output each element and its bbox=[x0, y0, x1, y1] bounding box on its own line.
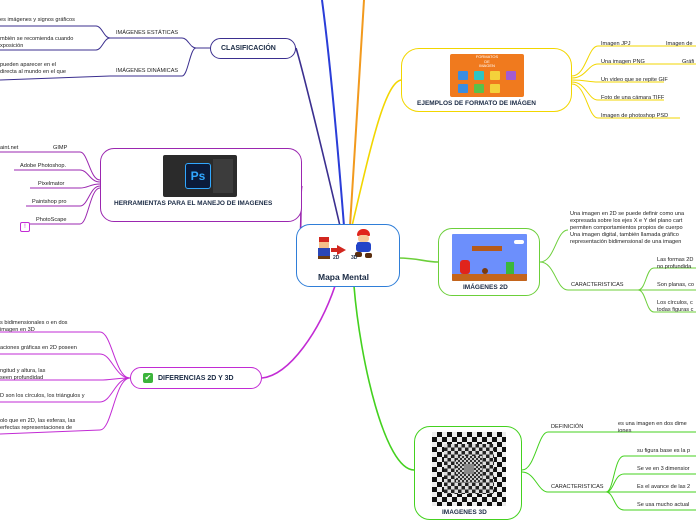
img2d-title: IMÁGENES 2D bbox=[463, 284, 508, 291]
clasificacion-topic[interactable]: CLASIFICACIÓN bbox=[210, 38, 296, 59]
mario-2d-image bbox=[317, 237, 331, 259]
photoshop-image: Ps bbox=[163, 155, 237, 197]
img3d-caracteristica[interactable]: Es el avance de las 2 bbox=[637, 484, 691, 490]
group-label-estaticas[interactable]: IMÁGENES ESTÁTICAS bbox=[116, 30, 179, 36]
arrow-right-icon bbox=[337, 245, 346, 255]
formatos-caption: FORMATOS DE IMAGEN bbox=[475, 54, 499, 68]
img2d-caracteristica[interactable]: Las formas 2D no profundida bbox=[657, 257, 694, 270]
label-2d: 2D bbox=[333, 255, 340, 261]
tool-item[interactable]: GIMP bbox=[53, 145, 68, 151]
img2d-caracteristica[interactable]: Los círculos, c todas figuras c bbox=[657, 300, 694, 313]
diferencia-item[interactable]: D son los círculos, los triángulos y bbox=[0, 393, 85, 399]
mario-level-image bbox=[452, 234, 527, 281]
ejemplo-item[interactable]: Imagen JPJ bbox=[601, 41, 631, 47]
img3d-topic[interactable]: IMAGENES 3D bbox=[414, 426, 522, 520]
label-3d: 3D bbox=[351, 255, 358, 261]
tool-item[interactable]: Pixelmator bbox=[38, 181, 65, 187]
ejemplo-item[interactable]: Una imagen PNG bbox=[601, 59, 645, 65]
mario-3d-image bbox=[351, 229, 376, 259]
herramientas-topic[interactable]: Ps HERRAMIENTAS PARA EL MANEJO DE IMAGEN… bbox=[100, 148, 302, 222]
decor-panel bbox=[213, 159, 233, 193]
tool-item[interactable]: Paintshop pro bbox=[32, 199, 67, 205]
img3d-definicion[interactable]: es una imagen en dos dime iones bbox=[618, 421, 687, 434]
tool-item[interactable]: aint.net bbox=[0, 145, 19, 151]
check-icon: ✔ bbox=[143, 373, 153, 383]
tool-item[interactable]: PhotoScape bbox=[36, 217, 67, 223]
arrow-shaft bbox=[331, 248, 338, 252]
clasificacion-item[interactable]: mbién se recomienda cuando xposición bbox=[0, 36, 74, 49]
diferencia-item[interactable]: ngitud y altura, las seen profundidad bbox=[0, 368, 46, 381]
img2d-caracteristica[interactable]: Son planas, co bbox=[657, 282, 695, 288]
ejemplos-title: EJEMPLOS DE FORMATO DE IMÁGEN bbox=[417, 100, 536, 107]
img3d-caracteristica[interactable]: Se usa mucho actual bbox=[637, 502, 690, 508]
clasificacion-item[interactable]: pueden aparecer en el directa al mundo e… bbox=[0, 62, 66, 75]
img3d-caracteristica[interactable]: Se ve en 3 dimensior bbox=[637, 466, 690, 472]
diferencias-topic[interactable]: ✔ DIFERENCIAS 2D Y 3D bbox=[130, 367, 262, 389]
ejemplo-item[interactable]: Foto de una cámara TIFF bbox=[601, 95, 665, 101]
ejemplo-item[interactable]: Un video que se repite GIF bbox=[601, 77, 668, 83]
photoshop-logo-icon: Ps bbox=[185, 163, 211, 189]
ejemplo-item[interactable]: Gráfi bbox=[682, 59, 695, 65]
clasificacion-item[interactable]: es imágenes y signos gráficos bbox=[0, 17, 75, 23]
img3d-definicion-label[interactable]: DEFINICIÓN bbox=[551, 424, 584, 430]
central-topic[interactable]: 2D 3D Mapa Mental bbox=[296, 224, 400, 287]
diferencias-title: DIFERENCIAS 2D Y 3D bbox=[158, 375, 234, 382]
ejemplos-topic[interactable]: FORMATOS DE IMAGEN EJEMPLOS DE FORMATO D… bbox=[401, 48, 572, 112]
img3d-title: IMAGENES 3D bbox=[442, 509, 487, 516]
ejemplo-item[interactable]: Imagen de bbox=[666, 41, 693, 47]
img2d-topic[interactable]: IMÁGENES 2D bbox=[438, 228, 540, 296]
notice-badge[interactable]: ! bbox=[20, 222, 30, 232]
diferencia-item[interactable]: olo que en 2D, las esferas, las erfectas… bbox=[0, 418, 76, 431]
tool-item[interactable]: Adobe Photoshop. bbox=[20, 163, 67, 169]
img2d-caracteristicas-label[interactable]: CARACTERISTICAS bbox=[571, 282, 624, 288]
central-title: Mapa Mental bbox=[318, 272, 370, 282]
clasificacion-title: CLASIFICACIÓN bbox=[221, 45, 276, 52]
checker-tunnel-image bbox=[432, 432, 506, 506]
group-label-dinamicas[interactable]: IMÁGENES DINÁMICAS bbox=[116, 68, 179, 74]
img2d-description[interactable]: Una imagen en 2D se puede definir como u… bbox=[570, 211, 685, 245]
diferencia-item[interactable]: s bidimensionales o en dos imagen en 3D bbox=[0, 320, 68, 333]
img3d-caracteristica[interactable]: su figura base es la p bbox=[637, 448, 691, 454]
herramientas-title: HERRAMIENTAS PARA EL MANEJO DE IMAGENES bbox=[114, 200, 273, 207]
ejemplo-item[interactable]: Imagen de photoshop PSD bbox=[601, 113, 669, 119]
img3d-caracteristicas-label[interactable]: CARACTERISTICAS bbox=[551, 484, 604, 490]
formatos-image: FORMATOS DE IMAGEN bbox=[450, 54, 524, 97]
diferencia-item[interactable]: aciones gráficas en 2D poseen bbox=[0, 345, 77, 351]
